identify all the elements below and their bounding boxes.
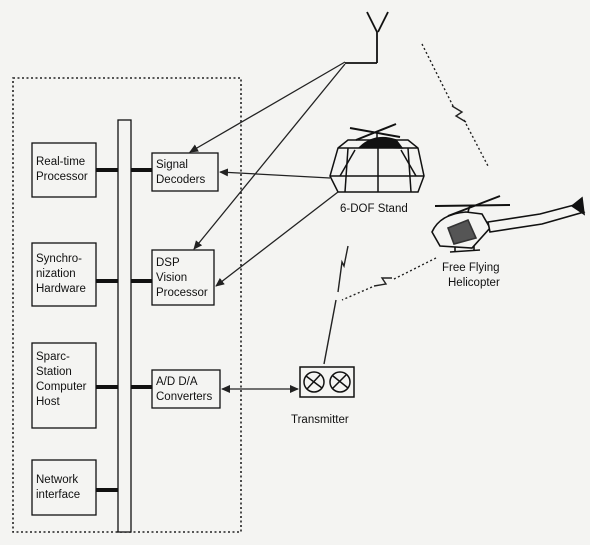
network-label-1: Network: [36, 474, 78, 486]
network-interface-block: Network interface: [31, 459, 97, 516]
stand-to-dsp-arrow: [215, 191, 339, 287]
sync-hardware-label-3: Hardware: [36, 283, 86, 295]
sync-hardware-label-2: nization: [36, 268, 76, 280]
free-flying-helicopter-icon: [431, 195, 586, 253]
antenna-icon: [345, 11, 389, 64]
stand-to-signal-decoders-arrow: [219, 168, 331, 179]
sparc-label-4: Host: [36, 396, 60, 408]
radio-link-antenna-helicopter: [421, 43, 489, 167]
dsp-vision-processor-block: DSP Vision Processor: [151, 249, 215, 306]
signal-decoders-block: Signal Decoders: [151, 152, 219, 192]
sparc-label-1: Sparc-: [36, 351, 70, 363]
signal-decoders-label-2: Decoders: [156, 174, 205, 186]
transmitter-icon: [299, 366, 355, 398]
dsp-label-2: Vision: [156, 272, 187, 284]
radio-link-stand-transmitter: [323, 245, 349, 365]
free-flying-helicopter-label-1: Free Flying: [442, 262, 500, 274]
free-flying-helicopter-label-2: Helicopter: [448, 277, 500, 289]
realtime-processor-block: Real-time Processor: [31, 142, 97, 198]
sparc-label-2: Station: [36, 366, 72, 378]
six-dof-stand-icon: [329, 123, 425, 193]
realtime-processor-label-1: Real-time: [36, 156, 85, 168]
realtime-processor-label-2: Processor: [36, 171, 88, 183]
dsp-label-3: Processor: [156, 287, 208, 299]
system-bus: [117, 119, 132, 533]
transmitter-label: Transmitter: [291, 414, 349, 426]
adda-label-1: A/D D/A: [156, 376, 198, 388]
antenna-to-signal-decoders-arrow: [189, 61, 346, 153]
sparcstation-host-block: Sparc- Station Computer Host: [31, 342, 97, 429]
bus-connectors: [96, 168, 152, 492]
six-dof-stand-label: 6-DOF Stand: [340, 203, 408, 215]
radio-link-helicopter-transmitter: [341, 257, 437, 301]
signal-decoders-label-1: Signal: [156, 159, 188, 171]
network-label-2: interface: [36, 489, 80, 501]
ad-da-converters-block: A/D D/A Converters: [151, 369, 221, 409]
sync-hardware-label-1: Synchro-: [36, 253, 82, 265]
adda-label-2: Converters: [156, 391, 212, 403]
sparc-label-3: Computer: [36, 381, 87, 393]
dsp-label-1: DSP: [156, 257, 180, 269]
system-boundary: [12, 77, 242, 533]
synchronization-hardware-block: Synchro- nization Hardware: [31, 242, 97, 307]
antenna-to-dsp-arrow: [193, 63, 346, 250]
